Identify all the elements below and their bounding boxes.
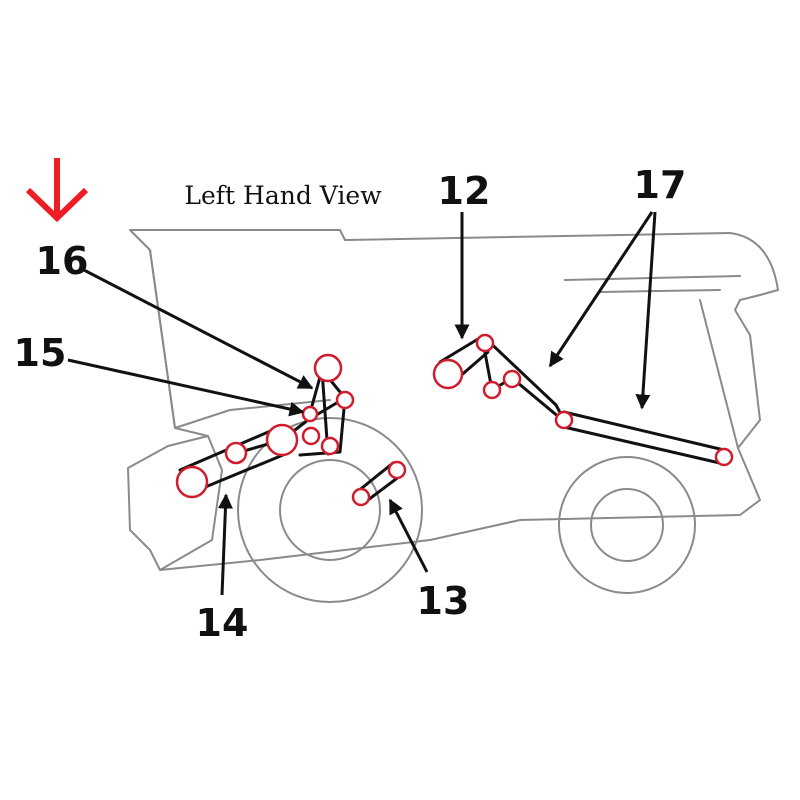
pulley (301, 405, 319, 423)
pulley (502, 369, 522, 389)
pulley (554, 410, 574, 430)
callout-13: 13 (417, 579, 470, 623)
leader-arrows (67, 211, 657, 596)
combine-outline (127, 229, 779, 603)
pulley (335, 390, 355, 410)
leader-17b (635, 211, 657, 410)
pulley (224, 441, 248, 465)
pulley (313, 353, 343, 383)
leader-14 (217, 493, 233, 596)
belt-drive-rear (438, 334, 726, 466)
callout-12: 12 (438, 169, 491, 213)
view-title: Left Hand View (184, 181, 382, 210)
pulley (432, 358, 464, 390)
callout-15: 15 (14, 331, 67, 375)
pulley (265, 423, 299, 457)
callout-16: 16 (36, 239, 89, 283)
pulley (320, 436, 340, 456)
red-down-arrow-icon (25, 158, 89, 223)
pulley (175, 465, 209, 499)
pulley (482, 380, 502, 400)
leader-13 (388, 498, 429, 573)
pulley (351, 487, 371, 507)
leader-17a (548, 211, 654, 368)
leader-15 (67, 358, 305, 417)
leader-16 (79, 266, 314, 390)
callout-14: 14 (196, 601, 249, 645)
pulleys (175, 333, 734, 507)
pulley (714, 447, 734, 467)
pulley (475, 333, 495, 353)
pulley (387, 460, 407, 480)
callout-17: 17 (634, 163, 687, 207)
pulley (301, 426, 321, 446)
